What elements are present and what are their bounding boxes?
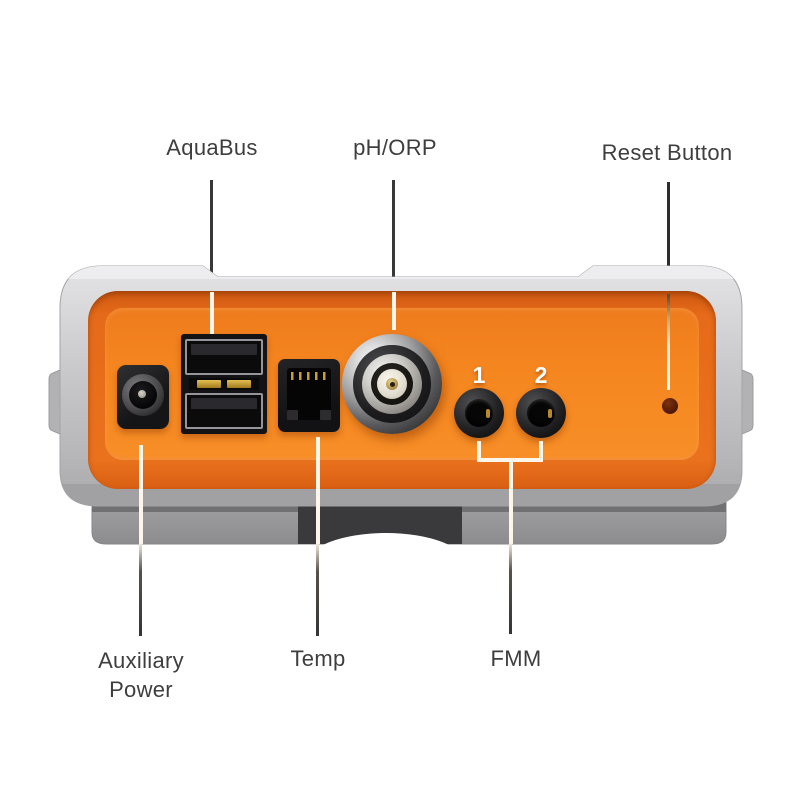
fmm-jack-2 [516,388,566,438]
label-aux-power-line1: Auxiliary [98,648,184,673]
aux-power-pin [138,390,146,398]
temp-jack-shoulder-right [320,410,331,420]
fmm-bracket-left [477,441,481,461]
fmm-jack-1-contact [486,409,490,418]
callout-line-reset-lower [667,294,670,390]
temp-jack-opening [287,368,331,420]
bnc-pin-hole [389,381,395,387]
ph-orp-bnc [342,334,442,434]
callout-line-aquabus-upper [210,180,213,292]
fmm-port2-number: 2 [534,362,548,388]
callout-line-temp-lower [316,544,319,636]
label-fmm: FMM [490,646,542,671]
aux-power-hole [129,381,157,409]
fmm-jack-1-hole [465,399,493,427]
callout-line-aquabus-lower [210,292,214,334]
temp-jack-pins [291,372,327,380]
usb-port-top [185,339,263,375]
usb-tongue-top [191,344,257,355]
callout-line-temp-upper [316,437,320,544]
usb-gold-pad-left [197,380,221,388]
label-temp: Temp [290,646,346,671]
usb-port-bottom [185,393,263,429]
reset-hole [662,398,678,414]
callout-line-ph-orp-upper [392,180,395,292]
fmm-jack-1 [454,388,504,438]
left-side-tab [48,369,61,435]
shell-top-highlight [60,266,742,279]
label-aquabus: AquaBus [166,135,258,160]
fmm-jack-2-hole [527,399,555,427]
callout-line-ph-orp-lower [392,292,396,330]
fmm-bracket-stem [509,458,513,544]
callout-line-aux-lower [139,544,142,636]
base-arch-cutout [306,533,466,595]
label-reset-button: Reset Button [601,140,733,165]
label-aux-power-line2: Power [109,677,173,702]
aux-power-jack [117,365,169,429]
callout-line-fmm-lower [509,544,512,634]
usb-gold-band [189,378,259,390]
fmm-port1-number: 1 [472,362,486,388]
fmm-jack-2-contact [548,409,552,418]
usb-gold-pad-right [227,380,251,388]
fmm-bracket-right [539,441,543,461]
usb-tongue-bottom [191,398,257,409]
temp-jack [278,359,340,432]
aquabus-usb-stack [181,334,267,434]
callout-line-aux-upper [139,445,143,544]
label-ph-orp: pH/ORP [353,135,437,160]
right-side-tab [741,369,754,435]
aux-power-ring [122,374,164,416]
temp-jack-shoulder-left [287,410,298,420]
label-aux-power: Auxiliary Power [98,646,184,704]
callout-line-reset-upper [667,182,670,294]
shell-bottom-shade [60,484,742,506]
